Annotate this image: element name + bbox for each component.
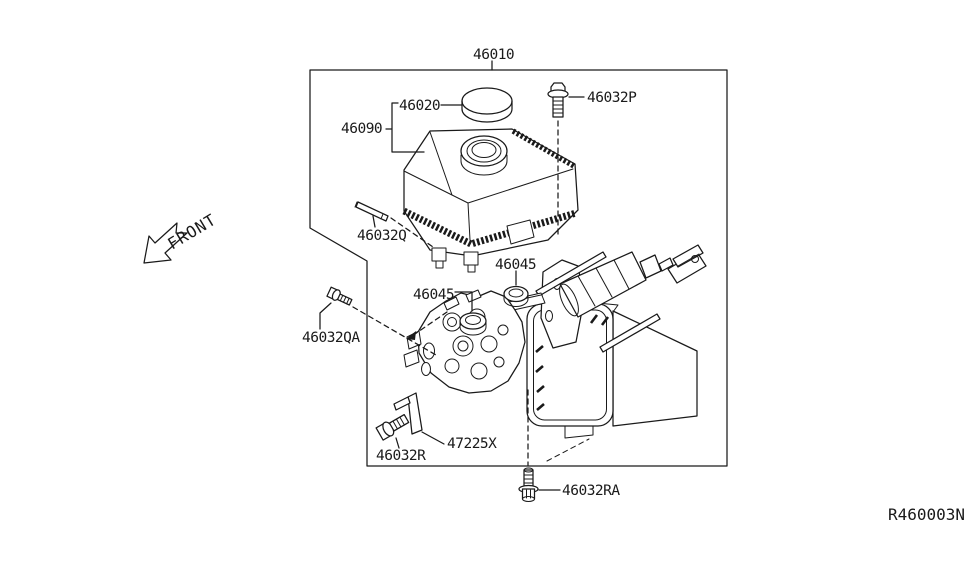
master-cylinder-drawing [403, 289, 526, 394]
diagram-reference-code: R460003N [888, 505, 965, 524]
front-direction-arrow: FRONT [143, 210, 220, 264]
part-label-46045-lower[interactable]: 46045 [413, 287, 455, 303]
mount-stud-lower [599, 313, 661, 353]
part-label-46020[interactable]: 46020 [399, 98, 441, 114]
bolt-46032p-drawing [547, 82, 569, 118]
front-arrow-icon [143, 222, 188, 264]
front-label: FRONT [164, 210, 219, 254]
bolt-46032qa-drawing [326, 286, 353, 306]
part-label-46032ra[interactable]: 46032RA [562, 483, 621, 499]
part-label-46032r[interactable]: 46032R [376, 448, 427, 464]
part-label-46032qa[interactable]: 46032QA [302, 330, 361, 346]
bolt-46032ra-drawing [518, 467, 539, 502]
leader-lines [319, 60, 585, 491]
reservoir-tank-drawing [402, 128, 579, 273]
clevis-fork-drawing [667, 244, 707, 284]
part-label-46045-upper[interactable]: 46045 [495, 257, 537, 273]
tank-edge-hatch [511, 128, 576, 169]
bracket-47225x-drawing [393, 392, 423, 435]
filler-neck-drawing [460, 135, 508, 176]
reservoir-cap-drawing [461, 87, 513, 123]
part-label-46032q[interactable]: 46032Q [357, 228, 407, 244]
pin-46032q-drawing [354, 201, 389, 222]
hidden-reference-lines [352, 120, 559, 466]
part-label-47225x[interactable]: 47225X [447, 436, 498, 452]
bolt-46032r-drawing [375, 413, 410, 441]
part-label-46032p[interactable]: 46032P [587, 90, 638, 106]
part-label-46010[interactable]: 46010 [473, 47, 515, 63]
part-label-46090[interactable]: 46090 [341, 121, 383, 137]
tank-seam-hatch [402, 207, 577, 248]
diagram-border [309, 69, 728, 467]
brake-booster-drawing [504, 244, 707, 353]
grommet-upper-drawing [503, 285, 529, 307]
grommet-lower-drawing [459, 312, 487, 336]
